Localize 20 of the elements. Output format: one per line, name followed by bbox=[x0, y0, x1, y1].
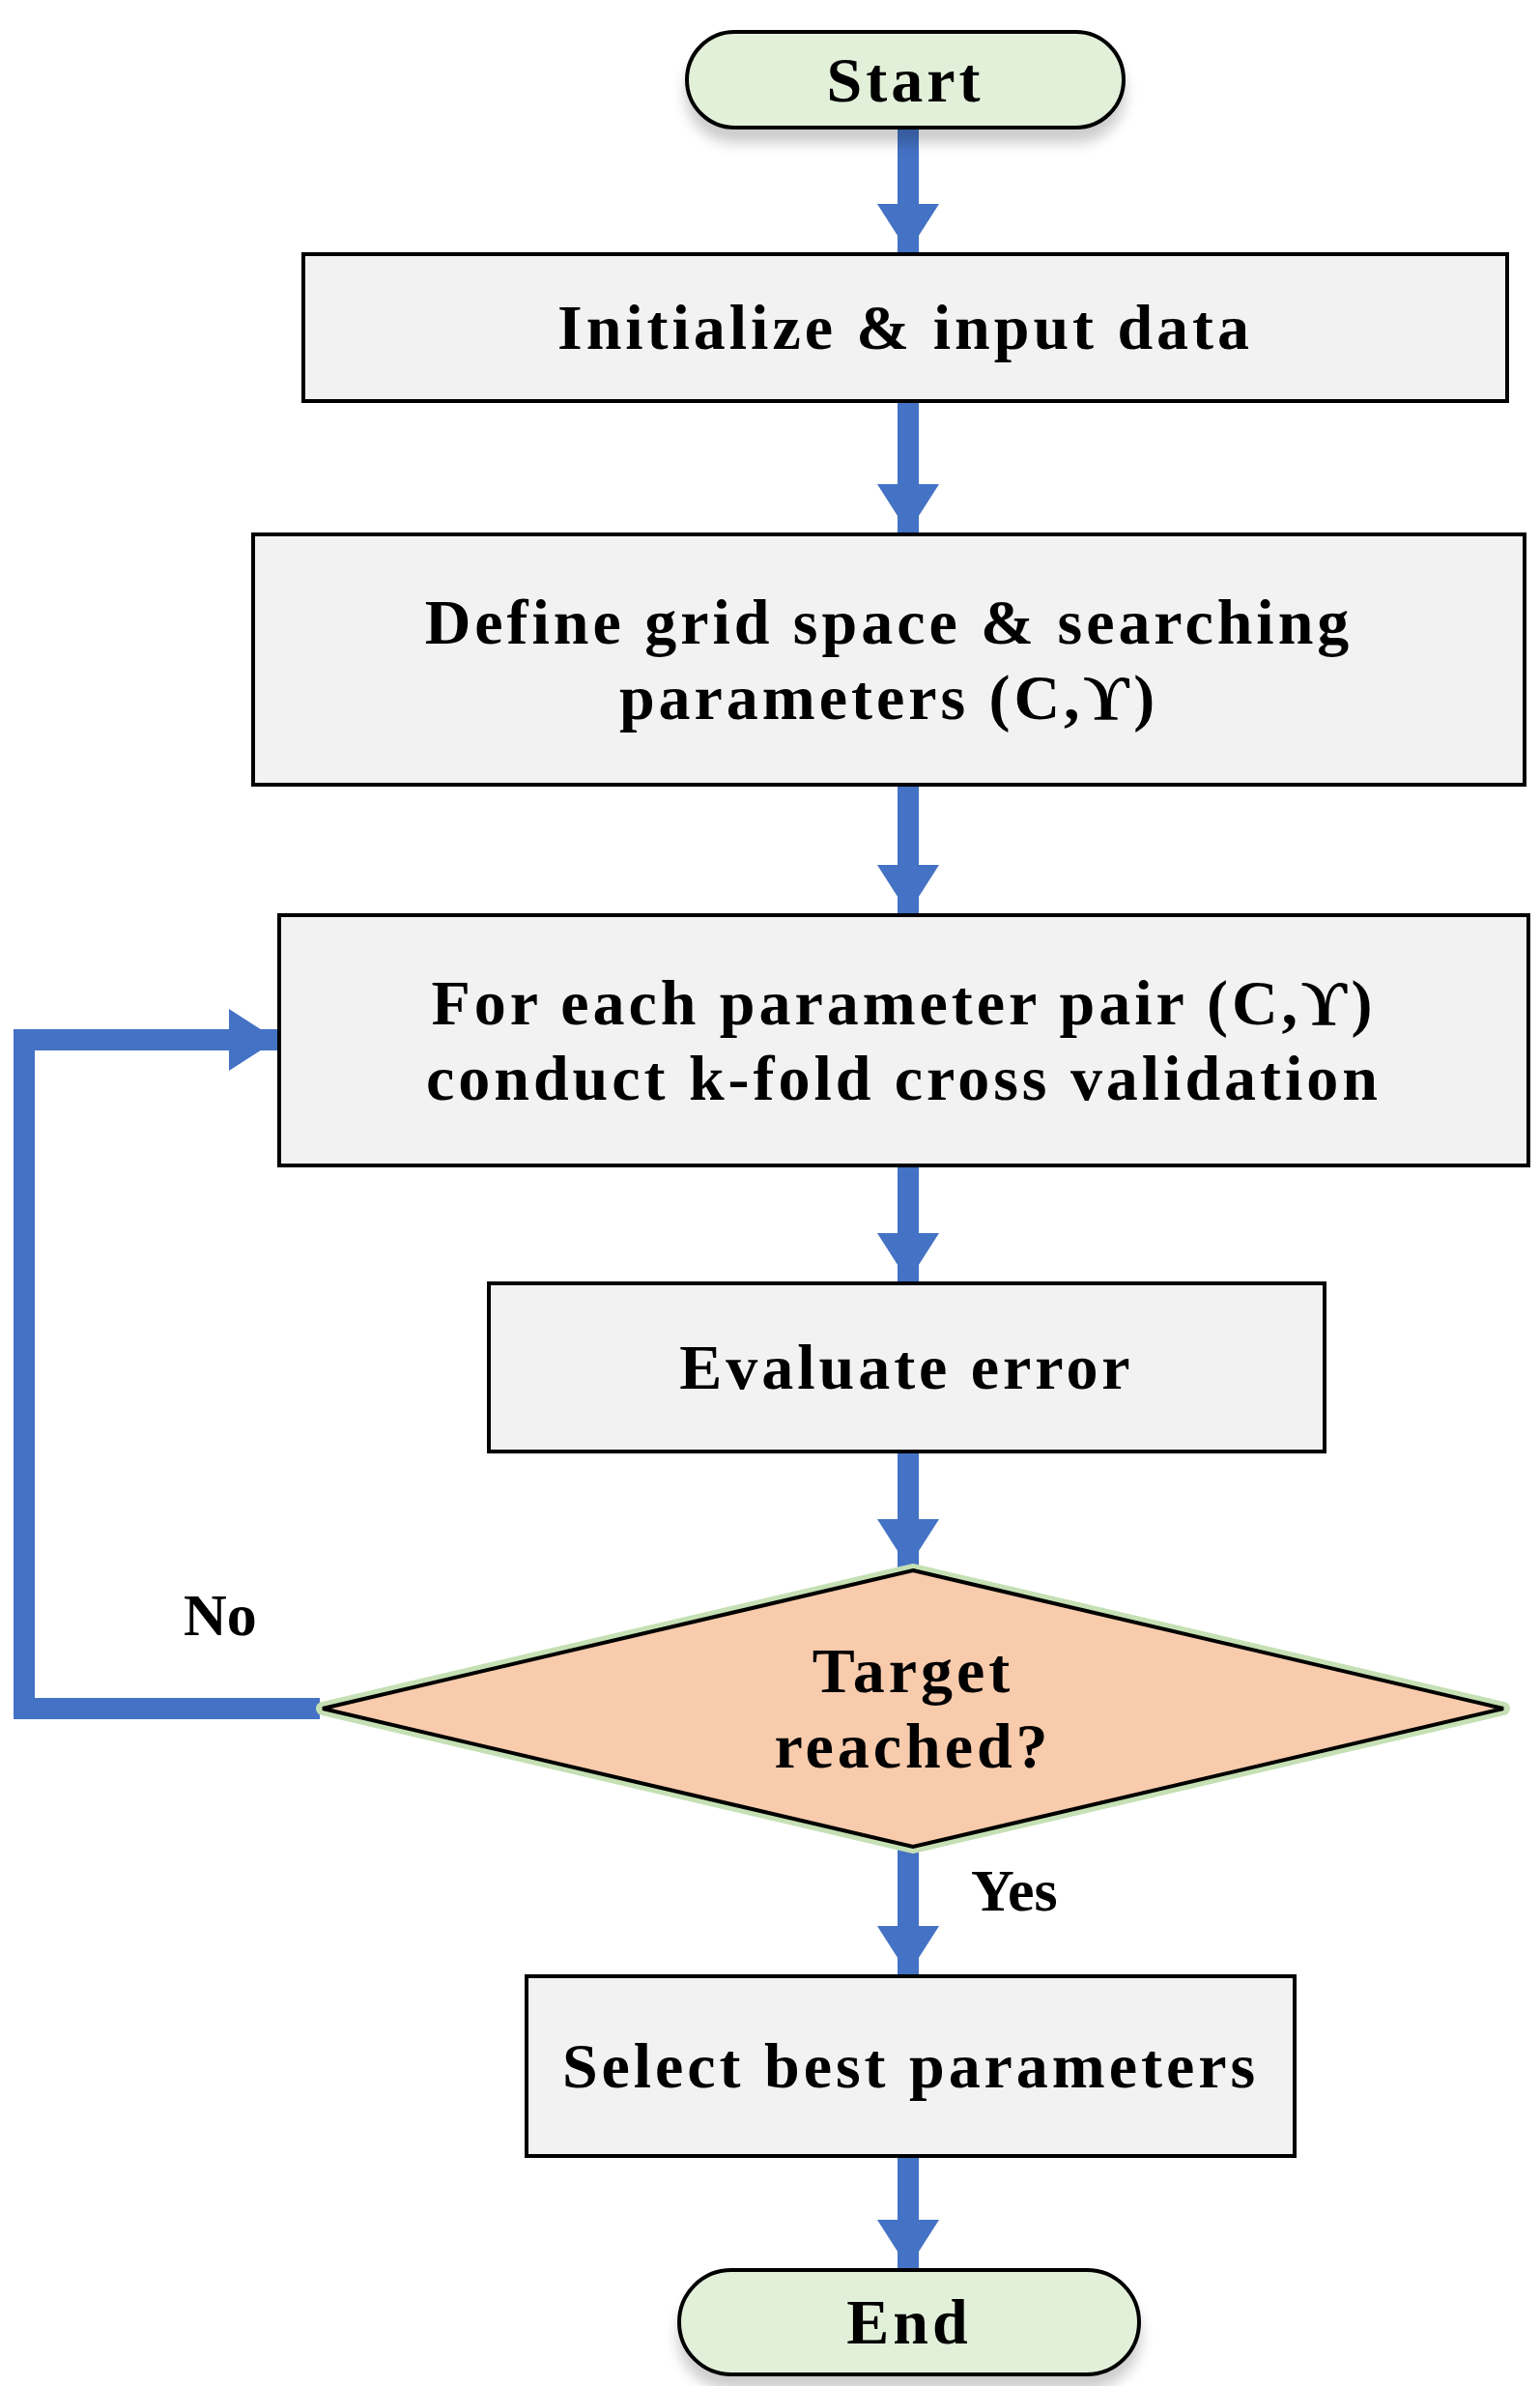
process-box bbox=[251, 532, 1526, 787]
arrow bbox=[14, 1009, 320, 1719]
arrow bbox=[877, 2158, 939, 2268]
node-label: Define grid space & searching parameters (C,ϒ) bbox=[423, 585, 1355, 734]
node-label: End bbox=[845, 2285, 973, 2360]
arrow bbox=[877, 787, 939, 913]
arrow bbox=[877, 403, 939, 532]
node-label: Start bbox=[825, 43, 985, 117]
arrow bbox=[877, 1850, 939, 1974]
process-box bbox=[525, 1974, 1297, 2158]
process-box bbox=[301, 252, 1509, 403]
node-label: Initialize & input data bbox=[556, 291, 1254, 365]
arrow bbox=[877, 1453, 939, 1567]
arrow bbox=[877, 1167, 939, 1281]
arrow bbox=[877, 129, 939, 252]
process-box bbox=[487, 1281, 1326, 1453]
process-box bbox=[277, 913, 1530, 1167]
node-label: Select best parameters bbox=[560, 2029, 1261, 2104]
node-label: For each parameter pair (C,ϒ) conduct k-fold cross validation bbox=[425, 965, 1383, 1115]
node-label: Evaluate error bbox=[678, 1331, 1135, 1405]
